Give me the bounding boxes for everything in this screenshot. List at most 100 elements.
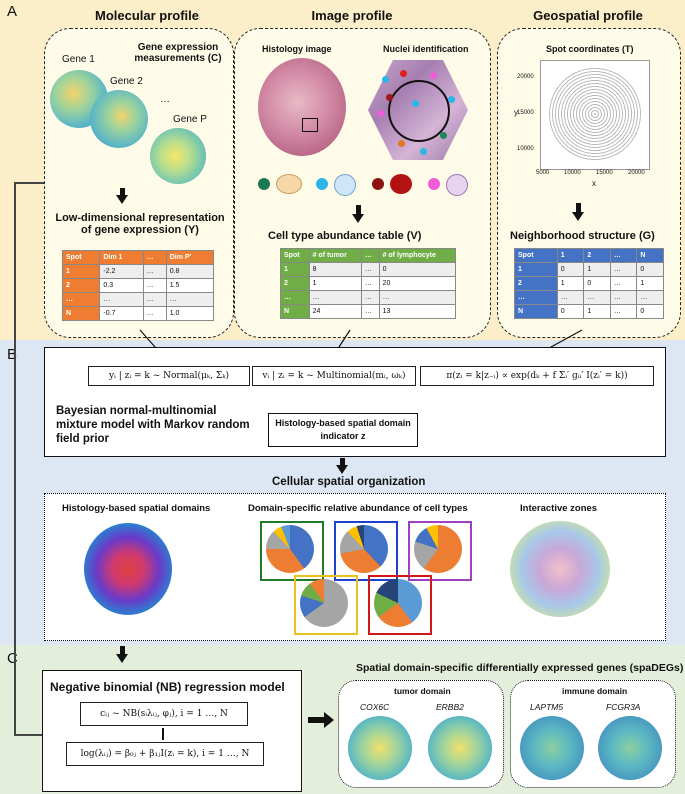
spot-scatter-plot xyxy=(540,60,650,170)
table-row: N -0.7 … 1.0 xyxy=(61,306,215,321)
result-arrow xyxy=(308,712,334,728)
low-dim-header-ellipsis: … xyxy=(142,250,167,265)
abundance-header-tumor: # of tumor xyxy=(308,248,362,263)
immune-domain-label: immune domain xyxy=(562,686,628,696)
pie-green-domain xyxy=(266,525,314,573)
scatter-ytick-10000: 10000 xyxy=(517,146,534,152)
nucleus-dot xyxy=(430,72,437,79)
cox6c-map xyxy=(348,716,412,780)
image-profile-title: Image profile xyxy=(311,8,393,23)
neighborhood-table: Spot 1 2 … N 1 0 1 … 0 2 1 0 … 1 … … … …… xyxy=(514,248,664,319)
gene-cox6c-label: COX6C xyxy=(360,702,390,712)
interactive-zones-label: Interactive zones xyxy=(520,503,598,514)
nucleus-dot xyxy=(377,110,384,117)
panel-a-letter: A xyxy=(7,3,18,20)
table-row: 1 0 1 … 0 xyxy=(514,262,664,277)
nucleus-dot xyxy=(398,140,405,147)
spot-scatter-tissue xyxy=(549,67,641,161)
geneP-label: Gene P xyxy=(173,114,207,125)
scatter-xtick-15000: 15000 xyxy=(596,170,613,176)
img-arrow-stem xyxy=(356,205,361,215)
interactive-zones-map xyxy=(510,521,610,617)
tumor-domain-label: tumor domain xyxy=(394,686,451,696)
cell-icon-rbc xyxy=(390,174,412,194)
cell-icon-pink xyxy=(428,178,440,190)
nucleus-dot xyxy=(440,132,447,139)
nb-arrow-stem xyxy=(162,728,164,740)
eq-log: log(λᵢⱼ) = β₀ⱼ + β₁ⱼI(zᵢ = k), i = 1 …, … xyxy=(66,742,264,766)
scatter-xtick-5000: 5000 xyxy=(536,170,550,176)
gex-label: Gene expression measurements (C) xyxy=(134,42,222,64)
feedback-line xyxy=(14,182,46,184)
table-row: 1 8 … 0 xyxy=(280,262,457,277)
pie-box-yellow xyxy=(294,575,358,635)
cell-icon-tumor xyxy=(276,174,302,194)
scatter-ylabel: y xyxy=(514,108,518,117)
abundance-table-label: Cell type abundance table (V) xyxy=(268,230,422,242)
nuclei-label: Nuclei identification xyxy=(383,44,469,54)
abundance-pies-label: Domain-specific relative abundance of ce… xyxy=(248,503,468,514)
molecular-profile-title: Molecular profile xyxy=(94,8,200,23)
nucleus-dot xyxy=(420,148,427,155)
cell-icon-macrophage xyxy=(446,174,468,196)
table-row: N 0 1 … 0 xyxy=(514,304,664,319)
c-arrow-stem xyxy=(120,646,125,655)
scatter-xtick-10000: 10000 xyxy=(564,170,581,176)
spot-coords-label: Spot coordinates (T) xyxy=(546,44,634,54)
pie-purple-domain xyxy=(414,525,462,573)
scatter-xlabel: x xyxy=(592,179,596,188)
nuclei-zoom-circle xyxy=(388,80,450,142)
geo-arrow-stem xyxy=(576,203,581,213)
abundance-table: Spot # of tumor … # of lymphocyte 1 8 … … xyxy=(280,248,457,319)
gene-laptm5-label: LAPTM5 xyxy=(530,702,564,712)
neighborhood-label: Neighborhood structure (G) xyxy=(510,230,655,242)
eq-normal: yᵢ | zᵢ = k ~ Normal(μₖ, Σₖ) xyxy=(88,366,250,386)
pie-box-blue xyxy=(334,521,398,581)
nucleus-dot xyxy=(448,96,455,103)
model-description: Bayesian normal-multinomial mixture mode… xyxy=(56,405,250,445)
nucleus-dot xyxy=(382,76,389,83)
geospatial-profile-title: Geospatial profile xyxy=(533,8,643,23)
histology-zoom-marker xyxy=(302,118,318,132)
nucleus-dot xyxy=(386,94,393,101)
scatter-xtick-20000: 20000 xyxy=(628,170,645,176)
pie-yellow-domain xyxy=(300,579,348,627)
histology-label: Histology image xyxy=(262,44,332,54)
table-row: 2 1 0 … 1 xyxy=(514,276,664,291)
mol-arrow-head xyxy=(116,195,128,204)
eq-multinomial: vᵢ | zᵢ = k ~ Multinomial(mᵢ, ωₖ) xyxy=(252,366,416,386)
nucleus-dot xyxy=(412,100,419,107)
histology-image xyxy=(258,58,346,156)
gene2-map xyxy=(90,90,148,148)
spatial-domains-label: Histology-based spatial domains xyxy=(62,503,211,514)
geneP-map xyxy=(150,128,206,184)
table-row: … … … … xyxy=(61,292,215,307)
scatter-ytick-15000: 15000 xyxy=(517,110,534,116)
table-row: … … … … … xyxy=(514,290,664,305)
cell-icon-green xyxy=(258,178,270,190)
nb-model-box xyxy=(42,670,302,792)
pie-box-red xyxy=(368,575,432,635)
gene-fcgr3a-label: FCGR3A xyxy=(606,702,641,712)
low-dim-label: Low-dimensional representation of gene e… xyxy=(55,212,225,236)
pie-red-domain xyxy=(374,579,422,627)
cellular-title: Cellular spatial organization xyxy=(272,476,426,488)
laptm5-map xyxy=(520,716,584,780)
geo-arrow-head xyxy=(572,212,584,221)
gene1-label: Gene 1 xyxy=(62,54,95,65)
abundance-header-spot: Spot xyxy=(280,248,310,263)
model-arrow-stem xyxy=(340,458,345,466)
spatial-domains-map xyxy=(84,523,172,615)
panel-b-letter: B xyxy=(7,346,18,363)
spadegs-title: Spatial domain-specific differentially e… xyxy=(356,662,684,674)
low-dim-header-dimp: Dim P′ xyxy=(165,250,215,265)
table-row: 2 1 … 20 xyxy=(280,276,457,291)
cell-icon-lymphocyte xyxy=(334,174,356,196)
neighborhood-header-ellipsis: … xyxy=(609,248,638,263)
ellipsis-label: … xyxy=(160,94,170,105)
indicator-box: Histology-based spatial domain indicator… xyxy=(268,413,418,447)
cell-icon-darkred xyxy=(372,178,384,190)
abundance-header-lymphocyte: # of lymphocyte xyxy=(378,248,457,263)
table-row: 1 -2.2 … 0.8 xyxy=(61,264,215,279)
pie-blue-domain xyxy=(340,525,388,573)
